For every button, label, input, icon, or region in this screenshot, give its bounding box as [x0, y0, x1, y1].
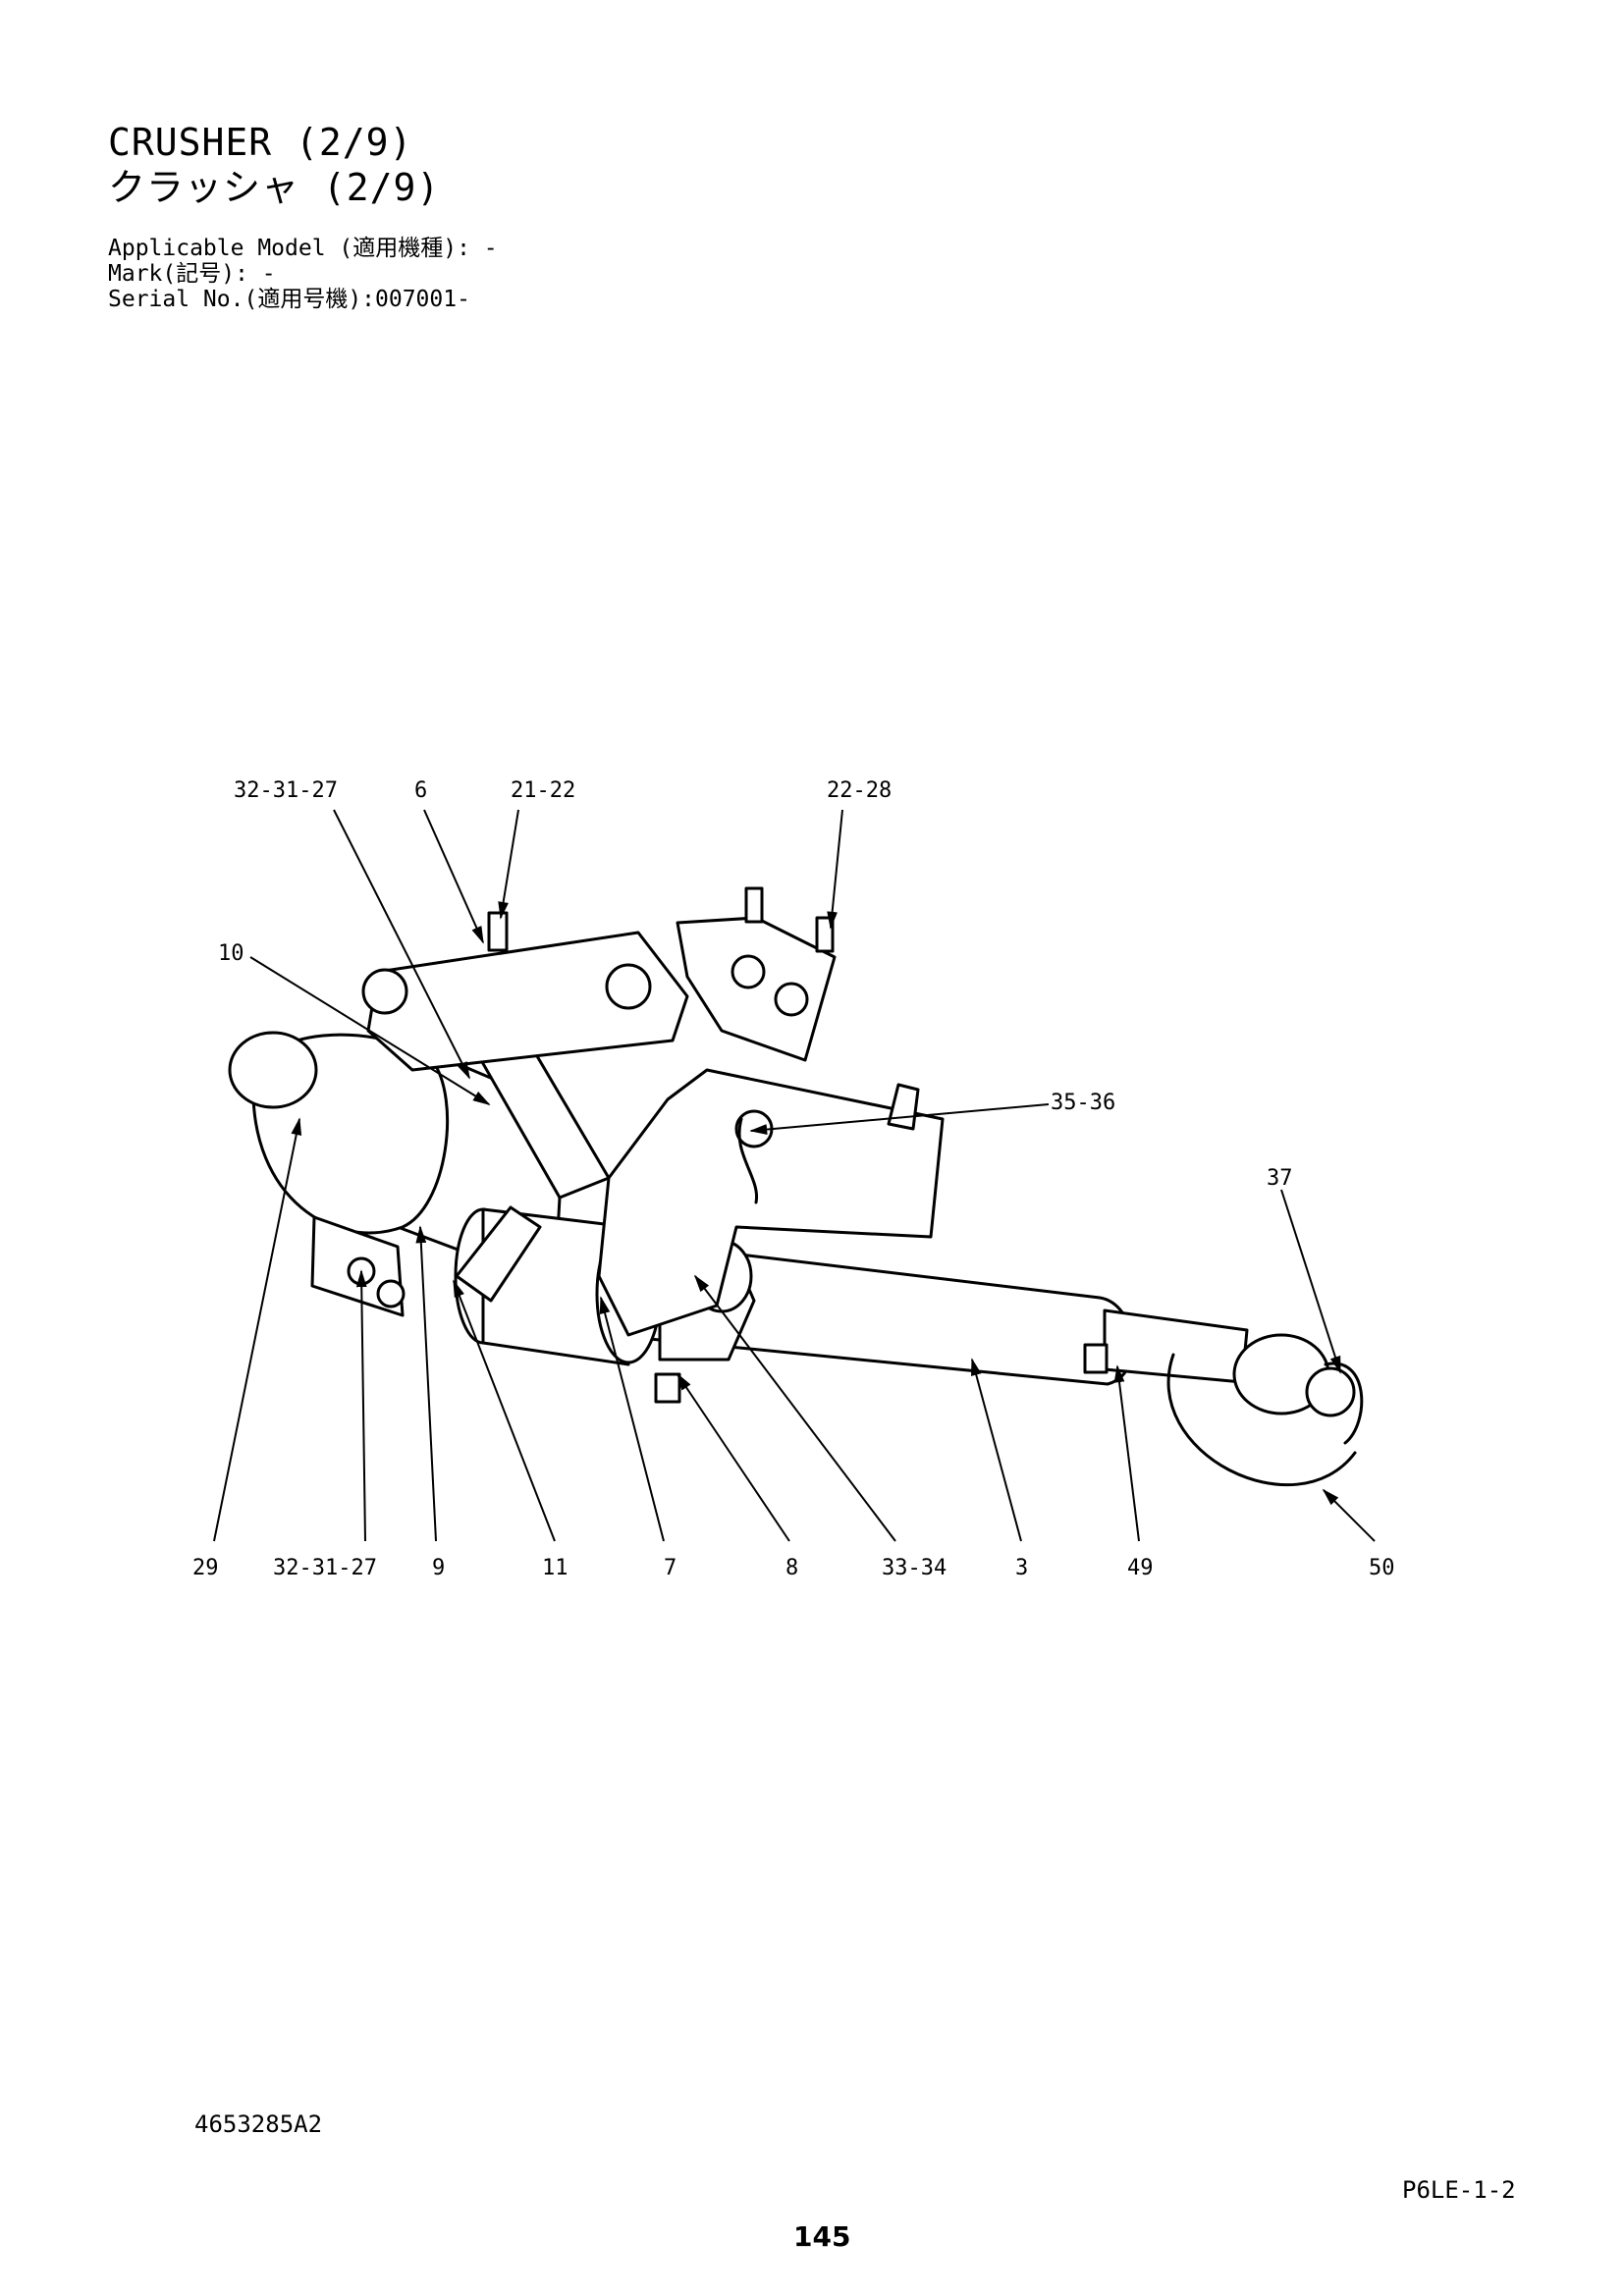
stud-21-22 — [487, 911, 509, 952]
callout-labels: 32-31-27 6 21-22 22-28 10 35-36 37 29 32… — [192, 778, 1395, 1580]
callout-21-22: 21-22 — [511, 778, 575, 803]
callout-49: 49 — [1127, 1556, 1154, 1580]
stud-upper — [744, 886, 764, 924]
fitting-8 — [654, 1372, 681, 1404]
callout-7: 7 — [664, 1556, 677, 1580]
drawing-number: 4653285A2 — [194, 2110, 323, 2138]
callout-35-36: 35-36 — [1051, 1091, 1115, 1115]
callout-22-28: 22-28 — [827, 778, 892, 803]
piston-rod — [1103, 1308, 1249, 1384]
callout-10: 10 — [218, 941, 244, 966]
hose-50 — [1166, 1353, 1357, 1487]
cotter-pin — [737, 1117, 759, 1204]
callout-32-31-27-top: 32-31-27 — [234, 778, 338, 803]
hex-bolt-left — [361, 968, 408, 1015]
callout-8: 8 — [785, 1556, 798, 1580]
bracket-22-28 — [676, 916, 837, 1062]
title-english: CRUSHER (2/9) — [108, 121, 413, 164]
callout-11: 11 — [542, 1556, 568, 1580]
callout-3: 3 — [1015, 1556, 1028, 1580]
callout-32-31-27-bottom: 32-31-27 — [273, 1556, 377, 1580]
bracket-bolt-1 — [731, 954, 766, 989]
callout-50: 50 — [1369, 1556, 1395, 1580]
hex-bolt-right — [605, 963, 652, 1010]
callout-29: 29 — [192, 1556, 219, 1580]
callout-6: 6 — [414, 778, 427, 803]
page-number: 145 — [793, 2220, 851, 2253]
grease-fitting-49 — [1083, 1343, 1109, 1374]
callout-33-34: 33-34 — [882, 1556, 947, 1580]
pivot-plate — [597, 1068, 945, 1337]
title-japanese: クラッシャ (2/9) — [108, 166, 441, 209]
section-code: P6LE-1-2 — [1402, 2176, 1516, 2204]
callout-9: 9 — [432, 1556, 445, 1580]
pivot-plate-fin — [887, 1083, 920, 1131]
clamp-bolt-2 — [376, 1279, 406, 1308]
callout-37: 37 — [1267, 1166, 1293, 1191]
crusher-assembly-drawing — [228, 886, 1364, 1487]
serial-number-line: Serial No.(適用号機):007001- — [108, 287, 470, 312]
applicable-model-line: Applicable Model (適用機種): - — [108, 236, 498, 261]
cylinder-stub — [228, 1031, 318, 1109]
mark-line: Mark(記号): - — [108, 261, 276, 287]
link-plate-left — [455, 1205, 542, 1303]
leader-lines — [213, 809, 1376, 1542]
bracket-bolt-2 — [774, 982, 809, 1017]
rod-end-pin — [1305, 1366, 1356, 1417]
